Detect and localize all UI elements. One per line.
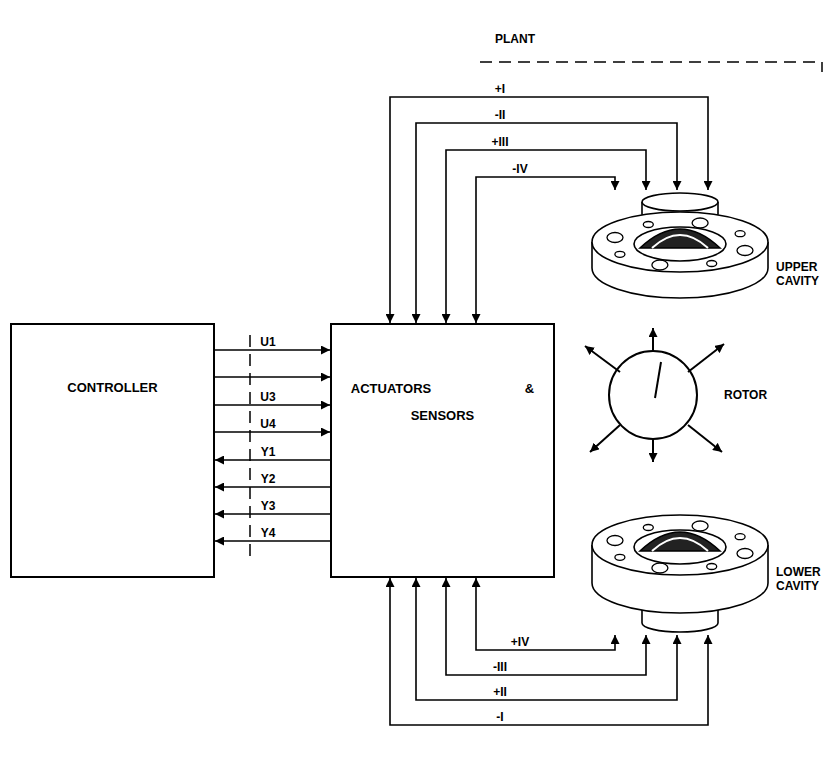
- signal-label: U1: [258, 335, 277, 349]
- signal-line: [390, 578, 708, 725]
- signal-label: -I: [494, 710, 505, 724]
- rotor: ROTOR: [608, 350, 698, 440]
- signal-label: Y3: [259, 499, 278, 513]
- signal-line: [390, 97, 708, 323]
- signal-line: [476, 177, 615, 323]
- node-label: PLANT: [495, 32, 535, 46]
- signal-line: [215, 404, 330, 406]
- signal-line: [416, 123, 677, 323]
- signal-line: [446, 578, 646, 675]
- node-label: CONTROLLER: [12, 380, 213, 395]
- signal-line: [416, 578, 677, 700]
- signal-label: +IV: [509, 635, 531, 649]
- signal-label: -IV: [510, 162, 529, 176]
- cavity-drawing: [590, 190, 770, 300]
- lower-cavity: LOWER CAVITY: [590, 505, 770, 635]
- signal-line: [215, 431, 330, 433]
- cavity-drawing: [590, 505, 770, 635]
- signal-line: [215, 513, 330, 515]
- signal-line: [476, 578, 615, 650]
- node-label: ACTUATORS & SENSORS: [332, 375, 553, 429]
- signal-label: +II: [491, 685, 509, 699]
- plant-boundary: [250, 62, 822, 560]
- signal-label: +I: [493, 82, 507, 96]
- signal-label: Y1: [259, 445, 278, 459]
- actuator-sensor-box: ACTUATORS & SENSORS: [330, 323, 555, 578]
- signal-label: -III: [491, 660, 509, 674]
- signal-line: [215, 540, 330, 542]
- plant-region: PLANTACTUATORS & SENSORSUPPER CAVITYROTO…: [250, 62, 825, 757]
- signal-line: [215, 459, 330, 461]
- signal-label: Y2: [259, 472, 278, 486]
- signal-line: [215, 349, 330, 351]
- signal-line: [446, 150, 646, 323]
- signal-label: U4: [258, 417, 277, 431]
- signal-label: +III: [489, 135, 510, 149]
- signal-line: [215, 486, 330, 488]
- signal-label: -II: [493, 108, 508, 122]
- node-label: LOWER CAVITY: [776, 565, 826, 593]
- node-label: ROTOR: [724, 388, 767, 402]
- node-label: UPPER CAVITY: [776, 260, 826, 288]
- signal-line: [215, 376, 330, 378]
- signal-label: Y4: [259, 526, 278, 540]
- upper-cavity: UPPER CAVITY: [590, 190, 770, 300]
- controller-box: CONTROLLER: [10, 323, 215, 578]
- rotor-force-arrows: [585, 328, 724, 462]
- signal-label: U3: [258, 390, 277, 404]
